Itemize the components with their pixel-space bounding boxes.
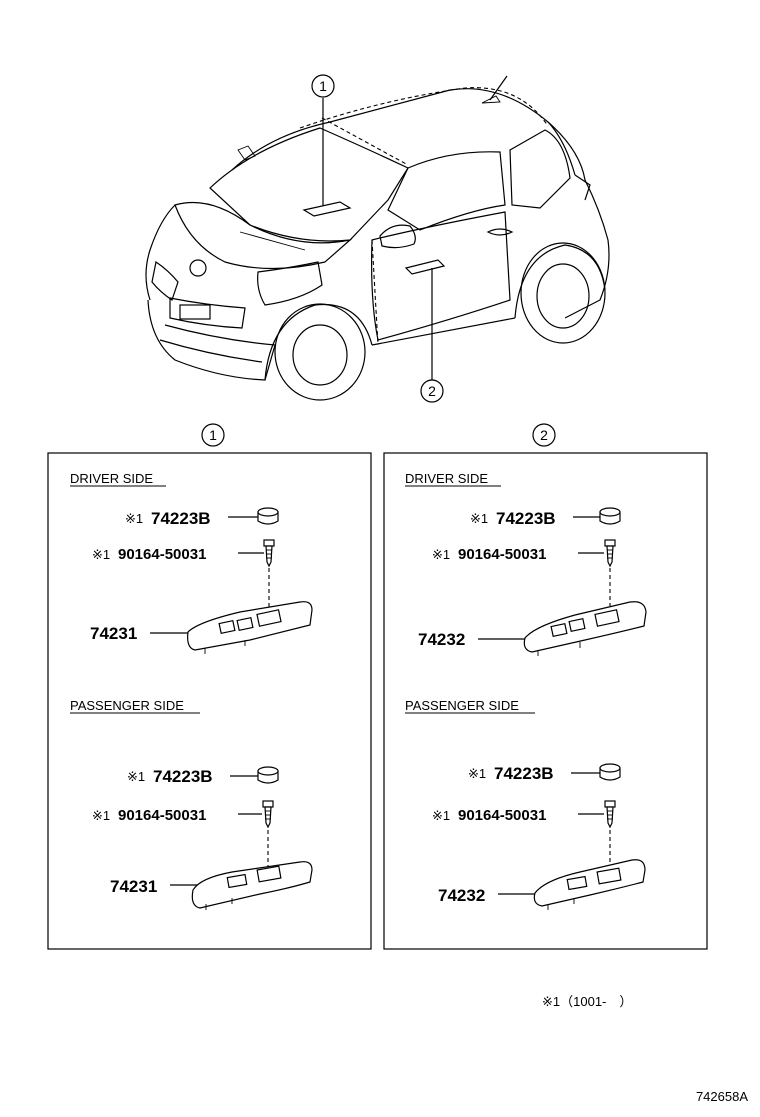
panel-1-callout-circle (201, 423, 225, 447)
callout-2-circle (420, 379, 444, 403)
panel-1-driver-cap-prefix: ※1 (125, 511, 143, 526)
panel-2-passenger-heading: PASSENGER SIDE (405, 698, 519, 713)
panel-1-passenger-cap-number: 74223B (153, 767, 213, 786)
panel-2-passenger-cap-prefix: ※1 (468, 766, 486, 781)
panel-1-driver-screw-prefix: ※1 (92, 547, 110, 562)
panel-1-frame (47, 452, 372, 950)
panel-2-passenger-screw-number: 90164-50031 (458, 807, 546, 824)
panel-2-driver-screw-prefix: ※1 (432, 547, 450, 562)
panel-1-passenger-screw-number: 90164-50031 (118, 807, 206, 824)
panel-1-passenger-screw-part (262, 800, 274, 829)
panel-2: DRIVER SIDE ※1 74223B ※1 90164-50031 742… (383, 452, 708, 950)
panel-1-driver-cap-part (257, 507, 279, 525)
panel-2-frame (383, 452, 708, 950)
illustration-code: 742658A (696, 1089, 748, 1104)
callout-1-label: 1 (319, 78, 327, 94)
panel-2-driver-cap-prefix: ※1 (470, 511, 488, 526)
panel-2-callout: 2 (540, 427, 548, 443)
panel-2-driver-heading: DRIVER SIDE (405, 471, 488, 486)
panel-2-driver-switch-number: 74232 (418, 630, 465, 649)
panel-1-passenger-switch-part (191, 861, 313, 910)
panel-2-passenger-switch-number: 74232 (438, 886, 485, 905)
panel-2-driver-screw-part (604, 539, 616, 568)
panel-2-passenger-cap-number: 74223B (494, 764, 554, 783)
panel-2-passenger-screw-part (604, 800, 616, 829)
applicability-footnote: ※1（1001- ） (542, 994, 632, 1009)
panel-2-driver-cap-part (599, 507, 621, 525)
panel-1-driver-screw-part (263, 539, 275, 568)
panel-2-driver-cap-number: 74223B (496, 509, 556, 528)
vehicle-illustration: 1 2 (145, 74, 610, 403)
panel-1-passenger-cap-part (257, 766, 279, 784)
panel-1-driver-cap-number: 74223B (151, 509, 211, 528)
panel-2-driver-screw-number: 90164-50031 (458, 546, 546, 563)
panel-1-passenger-heading: PASSENGER SIDE (70, 698, 184, 713)
panel-1-passenger-switch-number: 74231 (110, 877, 157, 896)
panel-1-driver-switch-part (187, 601, 313, 654)
panel-1-driver-screw-number: 90164-50031 (118, 546, 206, 563)
panel-1-driver-switch-number: 74231 (90, 624, 137, 643)
panel-1: DRIVER SIDE ※1 74223B ※1 90164-50031 742… (47, 452, 372, 950)
panel-1-passenger-screw-prefix: ※1 (92, 808, 110, 823)
panel-2-passenger-switch-part (533, 859, 646, 910)
callout-1-circle (311, 74, 335, 98)
panel-2-callout-circle (532, 423, 556, 447)
panel-2-passenger-cap-part (599, 763, 621, 781)
panel-1-passenger-cap-prefix: ※1 (127, 769, 145, 784)
panel-2-driver-switch-part (523, 601, 647, 656)
callout-2-label: 2 (428, 383, 436, 399)
panel-1-callout: 1 (209, 427, 217, 443)
panel-2-passenger-screw-prefix: ※1 (432, 808, 450, 823)
panel-1-driver-heading: DRIVER SIDE (70, 471, 153, 486)
